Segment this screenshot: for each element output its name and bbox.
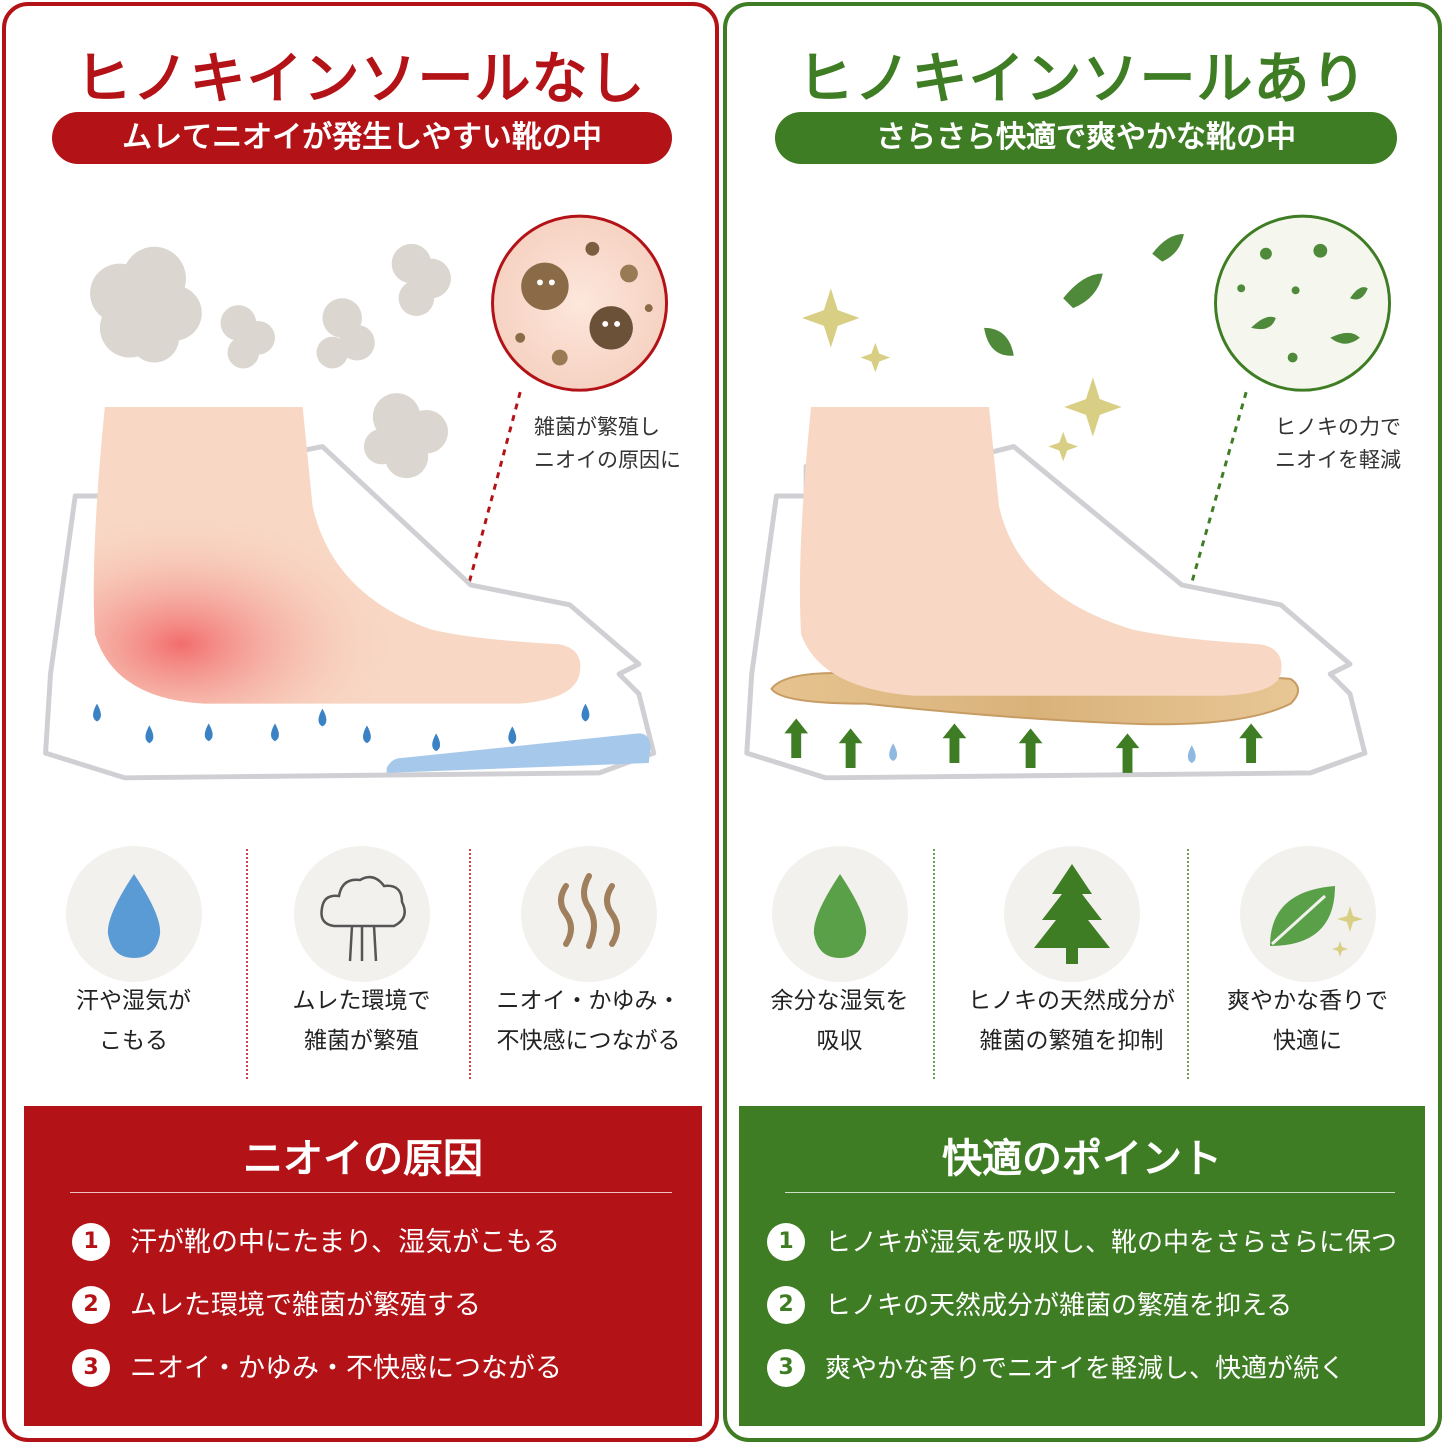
number-badge: 2 bbox=[767, 1285, 805, 1324]
icon-label-line: 汗や湿気が bbox=[76, 988, 191, 1014]
odor-wave-icon bbox=[557, 873, 620, 949]
box-divider bbox=[70, 1192, 672, 1193]
icon-item-odor: ニオイ・かゆみ・ 不快感につながる bbox=[476, 841, 701, 1081]
icon-label-line: 快適に bbox=[1273, 1028, 1342, 1054]
point-item: 3 ニオイ・かゆみ・不快感につながる bbox=[72, 1347, 562, 1391]
icon-item-cypress: ヒノキの天然成分が 雑菌の繁殖を抑制 bbox=[949, 841, 1194, 1081]
number-badge: 3 bbox=[72, 1348, 110, 1387]
icon-label-line: ヒノキの天然成分が bbox=[968, 988, 1175, 1014]
benefit-icon-row: 余分な湿気を 吸収 ヒノキの天然成分が 雑菌の繁殖を抑制 bbox=[727, 841, 1438, 1081]
point-item: 1 汗が靴の中にたまり、湿気がこもる bbox=[72, 1221, 560, 1265]
leaf-sparkle-icon bbox=[1269, 886, 1363, 957]
cypress-tree-icon bbox=[1033, 864, 1110, 964]
number-badge: 1 bbox=[767, 1222, 805, 1261]
number-badge: 3 bbox=[767, 1348, 805, 1387]
panel-subtitle-badge: さらさら快適で爽やかな靴の中 bbox=[775, 112, 1397, 164]
point-text: ムレた環境で雑菌が繁殖する bbox=[130, 1290, 481, 1321]
shoe-illustration-without-insole bbox=[43, 214, 669, 781]
icon-label-line: 雑菌の繁殖を抑制 bbox=[979, 1028, 1164, 1054]
icon-label-line: 雑菌が繁殖 bbox=[304, 1028, 419, 1054]
point-item: 1 ヒノキが湿気を吸収し、靴の中をさらさらに保つ bbox=[767, 1221, 1397, 1265]
point-text: 汗が靴の中にたまり、湿気がこもる bbox=[130, 1227, 561, 1258]
comparison-panel-without-insole: ヒノキインソールなし ムレてニオイが発生しやすい靴の中 bbox=[2, 2, 719, 1442]
point-text: ヒノキの天然成分が雑菌の繁殖を抑える bbox=[825, 1291, 1293, 1321]
icon-item-sweat: 汗や湿気が こもる bbox=[21, 841, 246, 1081]
icon-item-steam: ムレた環境で 雑菌が繁殖 bbox=[249, 841, 474, 1081]
icon-label-line: 吸収 bbox=[816, 1028, 863, 1054]
icon-label-line: 余分な湿気を bbox=[770, 988, 909, 1014]
icon-item-absorb: 余分な湿気を 吸収 bbox=[727, 841, 952, 1081]
sweat-drop-icon bbox=[93, 703, 590, 752]
point-item: 2 ヒノキの天然成分が雑菌の繁殖を抑える bbox=[767, 1284, 1292, 1328]
callout-line-2: ニオイの原因に bbox=[534, 448, 681, 472]
leaf-icon bbox=[984, 233, 1184, 356]
cause-icon-row: 汗や湿気が こもる ムレた環境で 雑菌が繁殖 bbox=[6, 841, 715, 1081]
dotted-divider bbox=[469, 849, 471, 1079]
dotted-divider bbox=[933, 849, 935, 1079]
icon-label-line: こもる bbox=[99, 1028, 168, 1054]
number-badge: 2 bbox=[72, 1285, 110, 1324]
green-drop-icon bbox=[813, 874, 866, 958]
comfort-point-box: 快適のポイント 1 ヒノキが湿気を吸収し、靴の中をさらさらに保つ 2 ヒノキの天然成… bbox=[739, 1106, 1425, 1426]
icon-item-fragrance: 爽やかな香りで 快適に bbox=[1195, 841, 1420, 1081]
moisture-absorb-arrow-icon bbox=[784, 718, 1263, 773]
point-text: ニオイ・かゆみ・不快感につながる bbox=[130, 1353, 562, 1384]
box-title: ニオイの原因 bbox=[243, 1136, 483, 1182]
box-title: 快適のポイント bbox=[942, 1136, 1222, 1182]
callout-line-2: ニオイを軽減 bbox=[1275, 448, 1401, 472]
steam-cloud-icon bbox=[319, 875, 406, 962]
point-text: ヒノキが湿気を吸収し、靴の中をさらさらに保つ bbox=[825, 1228, 1398, 1258]
panel-subtitle-badge: ムレてニオイが発生しやすい靴の中 bbox=[52, 112, 672, 164]
sparkle-icon bbox=[802, 288, 1122, 462]
panel-title: ヒノキインソールあり bbox=[797, 47, 1368, 112]
fresh-callout: ヒノキの力で ニオイを軽減 bbox=[1275, 411, 1401, 477]
icon-label-line: 不快感につながる bbox=[496, 1028, 681, 1054]
icon-label-line: ムレた環境で bbox=[292, 988, 431, 1014]
icon-label-line: ニオイ・かゆみ・ bbox=[496, 988, 681, 1014]
comparison-panel-with-insole: ヒノキインソールあり さらさら快適で爽やかな靴の中 bbox=[723, 2, 1442, 1442]
water-drop-icon bbox=[889, 743, 1196, 763]
dotted-divider bbox=[1187, 849, 1189, 1079]
panel-title: ヒノキインソールなし bbox=[75, 47, 646, 112]
callout-line-1: 雑菌が繁殖し bbox=[534, 415, 660, 439]
icon-label-line: 爽やかな香りで bbox=[1227, 988, 1388, 1014]
germ-magnifier-icon bbox=[491, 214, 669, 392]
dotted-divider bbox=[246, 849, 248, 1079]
fresh-magnifier-icon bbox=[1214, 214, 1392, 392]
point-item: 3 爽やかな香りでニオイを軽減し、快適が続く bbox=[767, 1347, 1345, 1391]
number-badge: 1 bbox=[72, 1222, 110, 1261]
germ-callout: 雑菌が繁殖し ニオイの原因に bbox=[534, 411, 681, 477]
callout-line-1: ヒノキの力で bbox=[1275, 415, 1401, 439]
shoe-illustration-with-insole bbox=[744, 214, 1392, 781]
box-divider bbox=[785, 1192, 1395, 1193]
water-drop-icon bbox=[107, 874, 160, 958]
point-text: 爽やかな香りでニオイを軽減し、快適が続く bbox=[825, 1354, 1346, 1384]
odor-cloud-icon bbox=[90, 243, 451, 479]
point-item: 2 ムレた環境で雑菌が繁殖する bbox=[72, 1284, 481, 1328]
